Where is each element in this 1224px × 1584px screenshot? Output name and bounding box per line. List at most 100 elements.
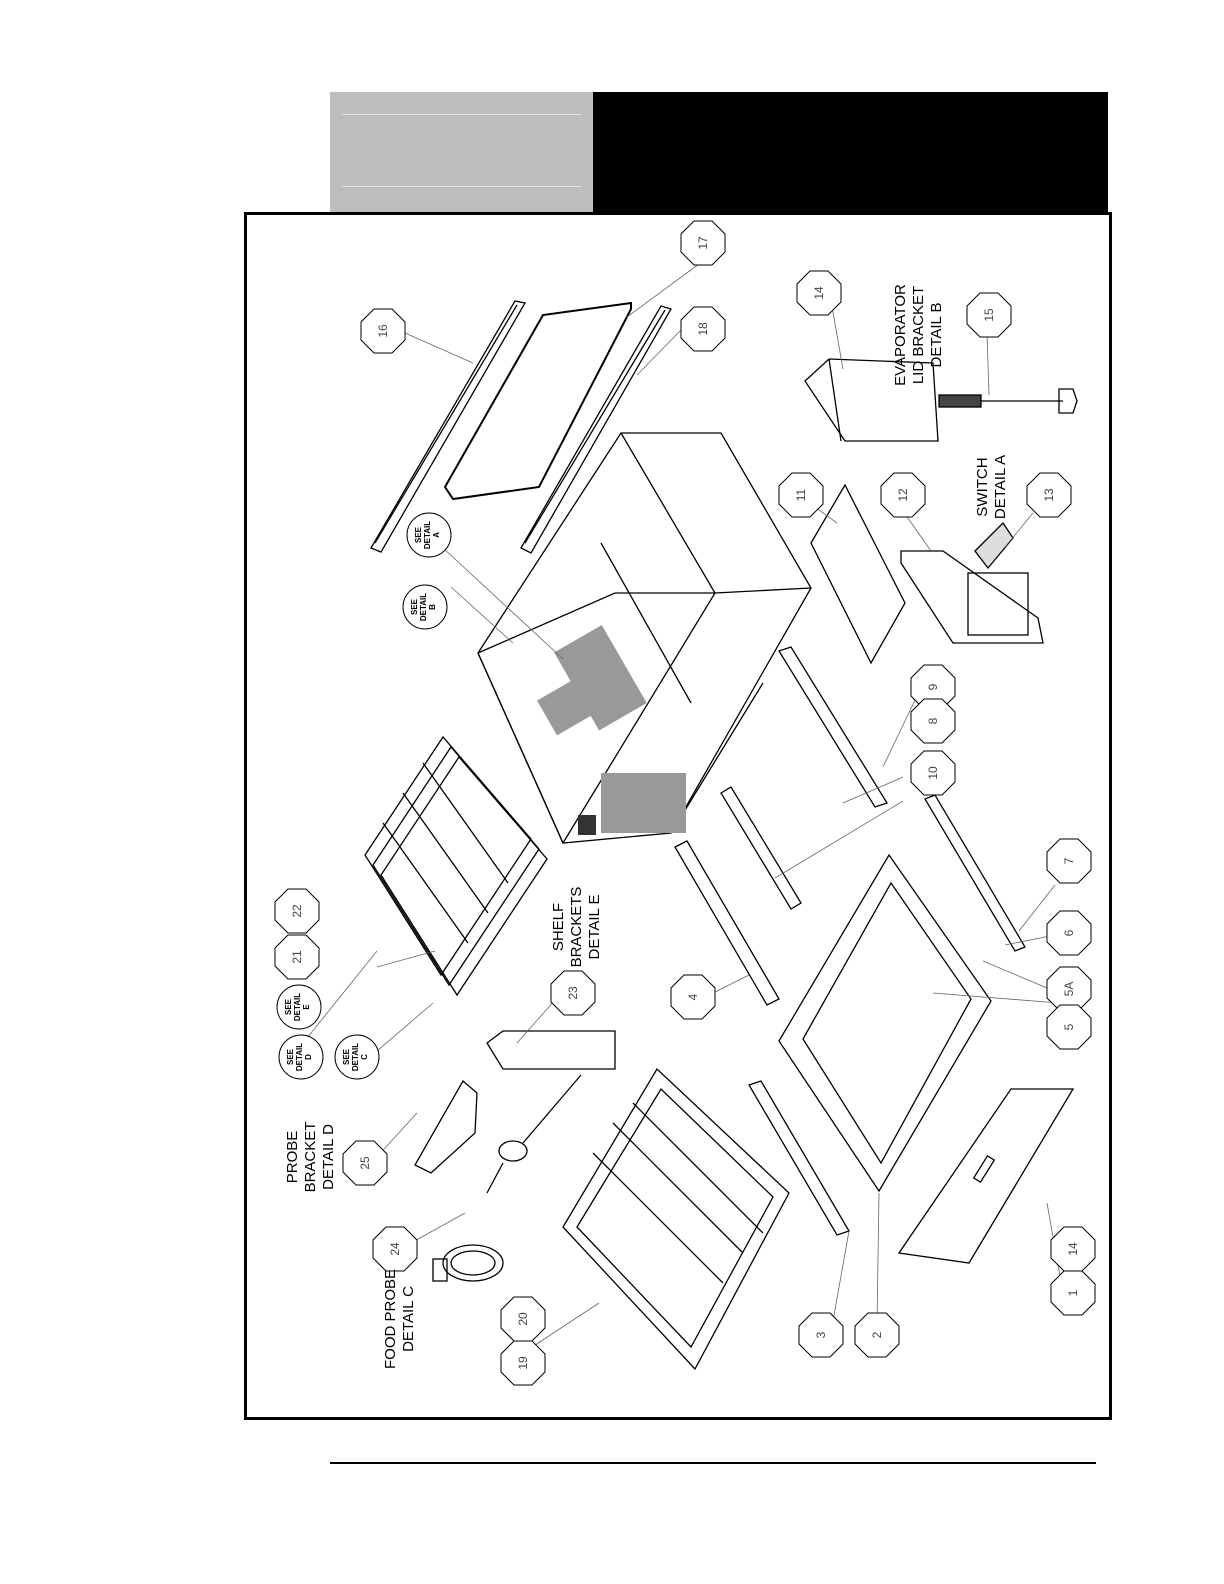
svg-text:24: 24 bbox=[388, 1242, 402, 1256]
svg-text:EVAPORATOR: EVAPORATOR bbox=[892, 284, 909, 386]
part-23-shelf-bracket bbox=[487, 1031, 615, 1069]
part-number-bubble: 20 bbox=[501, 1297, 545, 1341]
svg-text:SEE: SEE bbox=[414, 526, 423, 543]
probe-bracket-label: PROBE BRACKET DETAIL D bbox=[284, 1122, 337, 1193]
svg-text:SEE: SEE bbox=[286, 1048, 295, 1065]
part-number-bubble: 13 bbox=[1027, 473, 1071, 517]
svg-text:23: 23 bbox=[566, 986, 580, 1000]
part-number-bubble: 15 bbox=[967, 293, 1011, 337]
svg-text:1: 1 bbox=[1066, 1289, 1080, 1296]
part-21-22-shelves bbox=[365, 737, 547, 995]
svg-text:3: 3 bbox=[814, 1331, 828, 1338]
part-number-bubble: 24 bbox=[373, 1227, 417, 1271]
part-17-panel bbox=[445, 303, 631, 499]
part-12-13-switch-assembly bbox=[901, 523, 1043, 643]
svg-text:9: 9 bbox=[926, 683, 940, 690]
part-18-rail bbox=[521, 306, 671, 553]
svg-text:E: E bbox=[302, 1004, 311, 1010]
svg-text:16: 16 bbox=[376, 324, 390, 338]
header-gray-panel bbox=[330, 92, 593, 212]
part-number-bubble: 18 bbox=[681, 307, 725, 351]
svg-text:DETAIL B: DETAIL B bbox=[928, 302, 945, 367]
svg-text:BRACKET: BRACKET bbox=[302, 1122, 319, 1193]
svg-text:8: 8 bbox=[926, 717, 940, 724]
part-number-bubble: 25 bbox=[343, 1141, 387, 1185]
svg-text:21: 21 bbox=[290, 950, 304, 964]
see-detail-b: SEE DETAIL B bbox=[403, 585, 447, 629]
svg-text:10: 10 bbox=[926, 766, 940, 780]
svg-text:15: 15 bbox=[982, 308, 996, 322]
part-number-bubble: 12 bbox=[881, 473, 925, 517]
see-detail-callouts: SEE DETAIL A SEE DETAIL B SEE DETAIL E bbox=[277, 513, 451, 1079]
svg-text:20: 20 bbox=[516, 1312, 530, 1326]
part-number-bubble: 23 bbox=[551, 971, 595, 1015]
part-1-14-panel bbox=[899, 1089, 1073, 1263]
svg-text:4: 4 bbox=[686, 993, 700, 1000]
svg-text:SEE: SEE bbox=[284, 998, 293, 1015]
svg-text:2: 2 bbox=[870, 1331, 884, 1338]
main-cabinet bbox=[478, 433, 811, 843]
part-number-bubble: 21 bbox=[275, 935, 319, 979]
svg-text:SWITCH: SWITCH bbox=[974, 457, 991, 516]
part-3-rail bbox=[749, 1081, 849, 1235]
svg-text:DETAIL C: DETAIL C bbox=[400, 1286, 417, 1352]
svg-text:B: B bbox=[428, 604, 437, 610]
part-number-bubble: 3 bbox=[799, 1313, 843, 1357]
header-rule bbox=[342, 186, 581, 187]
svg-text:13: 13 bbox=[1042, 488, 1056, 502]
svg-text:DETAIL: DETAIL bbox=[419, 593, 428, 621]
svg-text:D: D bbox=[304, 1054, 313, 1060]
part-number-bubble: 4 bbox=[671, 975, 715, 1019]
svg-text:17: 17 bbox=[696, 236, 710, 250]
part-number-bubble: 14 bbox=[1051, 1227, 1095, 1271]
svg-text:14: 14 bbox=[812, 286, 826, 300]
svg-text:FOOD PROBE: FOOD PROBE bbox=[382, 1269, 399, 1369]
svg-text:PROBE: PROBE bbox=[284, 1131, 301, 1184]
header-black-panel bbox=[593, 92, 1108, 212]
part-number-bubble: 5A bbox=[1047, 967, 1091, 1011]
part-number-bubble: 7 bbox=[1047, 839, 1091, 883]
header-rule bbox=[342, 114, 581, 115]
part-8-9-rail bbox=[779, 647, 887, 807]
part-number-bubble: 22 bbox=[275, 889, 319, 933]
part-number-bubble: 11 bbox=[779, 473, 823, 517]
part-24-food-probe bbox=[433, 1075, 581, 1281]
part-5-6-frame bbox=[779, 855, 991, 1191]
svg-text:25: 25 bbox=[358, 1156, 372, 1170]
see-detail-c: SEE DETAIL C bbox=[335, 1035, 379, 1079]
svg-text:DETAIL: DETAIL bbox=[351, 1043, 360, 1071]
svg-text:5A: 5A bbox=[1062, 982, 1076, 997]
svg-text:A: A bbox=[432, 532, 441, 538]
svg-text:19: 19 bbox=[516, 1356, 530, 1370]
part-number-bubble: 16 bbox=[361, 309, 405, 353]
exploded-diagram-frame: 16 17 18 14 15 11 12 13 9 8 10 22 21 23 … bbox=[244, 212, 1112, 1420]
svg-text:14: 14 bbox=[1066, 1242, 1080, 1256]
svg-text:DETAIL A: DETAIL A bbox=[992, 455, 1009, 519]
food-probe-label: FOOD PROBE DETAIL C bbox=[382, 1269, 417, 1369]
svg-text:DETAIL: DETAIL bbox=[293, 993, 302, 1021]
svg-text:18: 18 bbox=[696, 322, 710, 336]
part-number-bubble: 8 bbox=[911, 699, 955, 743]
see-detail-e: SEE DETAIL E bbox=[277, 985, 321, 1029]
svg-text:22: 22 bbox=[290, 904, 304, 918]
svg-text:11: 11 bbox=[794, 488, 808, 501]
part-number-bubble: 17 bbox=[681, 221, 725, 265]
shelf-brackets-label: SHELF BRACKETS DETAIL E bbox=[550, 887, 603, 968]
part-number-bubble: 14 bbox=[797, 271, 841, 315]
part-number-bubble: 6 bbox=[1047, 911, 1091, 955]
exploded-parts-diagram: 16 17 18 14 15 11 12 13 9 8 10 22 21 23 … bbox=[247, 215, 1109, 1417]
part-25-probe-bracket bbox=[415, 1081, 477, 1173]
part-10-rail bbox=[721, 787, 801, 909]
svg-text:SEE: SEE bbox=[410, 598, 419, 615]
part-number-bubble: 1 bbox=[1051, 1271, 1095, 1315]
svg-text:DETAIL D: DETAIL D bbox=[320, 1124, 337, 1190]
svg-text:SHELF: SHELF bbox=[550, 903, 567, 951]
part-number-bubble: 19 bbox=[501, 1341, 545, 1385]
part-number-bubble: 2 bbox=[855, 1313, 899, 1357]
part-15-bolt bbox=[939, 389, 1077, 413]
svg-text:BRACKETS: BRACKETS bbox=[568, 887, 585, 968]
svg-text:7: 7 bbox=[1062, 857, 1076, 864]
svg-text:DETAIL: DETAIL bbox=[295, 1043, 304, 1071]
see-detail-a: SEE DETAIL A bbox=[407, 513, 451, 557]
switch-detail-label: SWITCH DETAIL A bbox=[974, 455, 1009, 519]
